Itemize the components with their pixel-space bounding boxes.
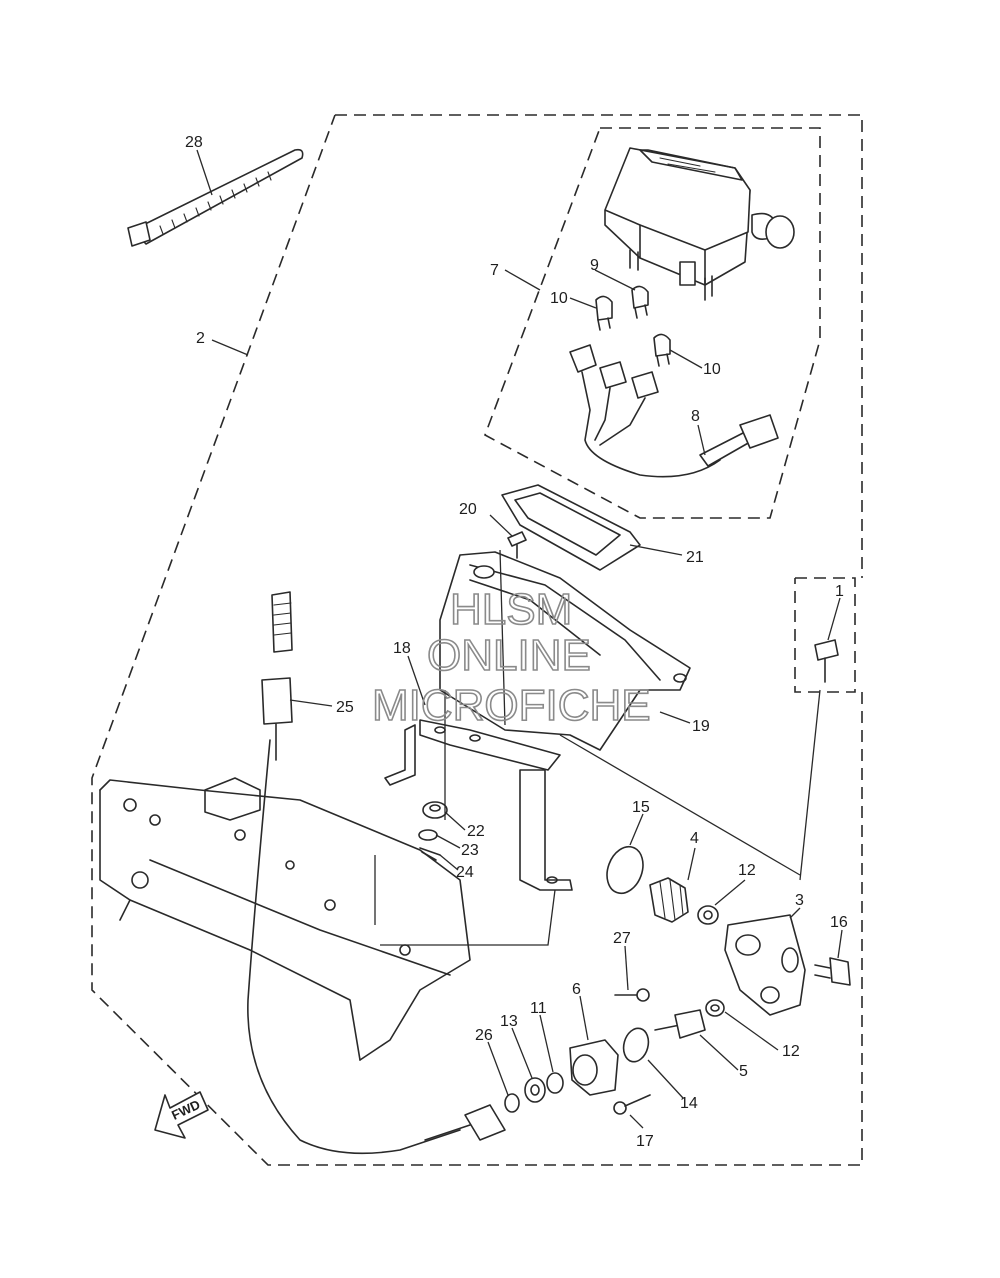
reference-lines [374, 549, 821, 946]
cable-end-fitting [424, 1104, 506, 1141]
callout-4: 4 [690, 830, 699, 847]
callout-10-right: 10 [703, 361, 721, 378]
screw-17 [613, 1094, 651, 1115]
callout-2: 2 [196, 330, 205, 347]
callout-11: 11 [530, 1000, 547, 1017]
bolt-16 [814, 957, 851, 986]
callout-21: 21 [686, 549, 704, 566]
washer-11 [546, 1072, 564, 1094]
group-outline-7 [484, 127, 821, 519]
callout-labels: 28 2 7 9 10 10 8 20 21 18 19 1 25 22 23 … [185, 134, 848, 1150]
screw-20 [507, 531, 527, 559]
callout-12-lower: 12 [782, 1043, 800, 1060]
watermark: HLSM ONLINE MICROFICHE [371, 584, 651, 731]
meter-assembly-7 [604, 147, 795, 301]
group-outline-1 [794, 577, 856, 693]
callout-14: 14 [680, 1095, 698, 1112]
meter-housing-19 [439, 551, 691, 751]
bolt-1 [814, 639, 839, 683]
watermark-line2: ONLINE [427, 631, 591, 680]
callout-5: 5 [739, 1063, 748, 1080]
callout-28: 28 [185, 134, 203, 151]
bracket-18 [384, 719, 573, 891]
drive-gear-4 [649, 877, 689, 923]
watermark-line3: MICROFICHE [372, 681, 651, 730]
callout-10-left: 10 [550, 290, 568, 307]
screw-27 [614, 988, 650, 1002]
cable-joint-6 [569, 1039, 619, 1096]
callout-3: 3 [795, 892, 804, 909]
callout-1: 1 [835, 583, 844, 600]
bushing-12-lower [705, 999, 725, 1017]
o-ring-15 [606, 845, 644, 895]
callout-15: 15 [632, 799, 650, 816]
bulb-10-right [653, 333, 671, 367]
gear-shaft-5 [654, 1009, 706, 1039]
meter-cable-25 [247, 591, 461, 1155]
callout-6: 6 [572, 981, 581, 998]
group-outline-2 [91, 114, 863, 1166]
callout-9: 9 [590, 257, 599, 274]
callout-18: 18 [393, 640, 411, 657]
callout-20: 20 [459, 501, 477, 518]
callout-8: 8 [691, 408, 700, 425]
cable-tie-28 [127, 148, 304, 247]
callout-19: 19 [692, 718, 710, 735]
washer-23 [418, 829, 438, 841]
callout-24: 24 [456, 864, 474, 881]
callout-17: 17 [636, 1133, 654, 1150]
callout-23: 23 [461, 842, 479, 859]
bulb-9 [631, 285, 649, 319]
callout-13: 13 [500, 1013, 518, 1030]
frame-section [99, 777, 471, 1061]
callout-16: 16 [830, 914, 848, 931]
callout-7: 7 [490, 262, 499, 279]
callout-leaders [196, 149, 843, 1129]
meter-frame-21 [501, 484, 641, 571]
callout-27: 27 [613, 930, 631, 947]
o-ring-26 [504, 1093, 520, 1113]
wire-harness-8 [569, 344, 779, 478]
seal-13 [524, 1077, 546, 1103]
bushing-12-upper [697, 905, 719, 925]
callout-12-upper: 12 [738, 862, 756, 879]
bulb-10-left [595, 295, 613, 331]
callout-26: 26 [475, 1027, 493, 1044]
fwd-arrow-icon [154, 1091, 209, 1139]
gear-housing-3 [724, 914, 806, 1016]
callout-22: 22 [467, 823, 485, 840]
callout-25: 25 [336, 699, 354, 716]
o-ring-14 [622, 1027, 650, 1063]
grommet-22 [422, 801, 448, 819]
watermark-line1: HLSM [450, 585, 572, 634]
